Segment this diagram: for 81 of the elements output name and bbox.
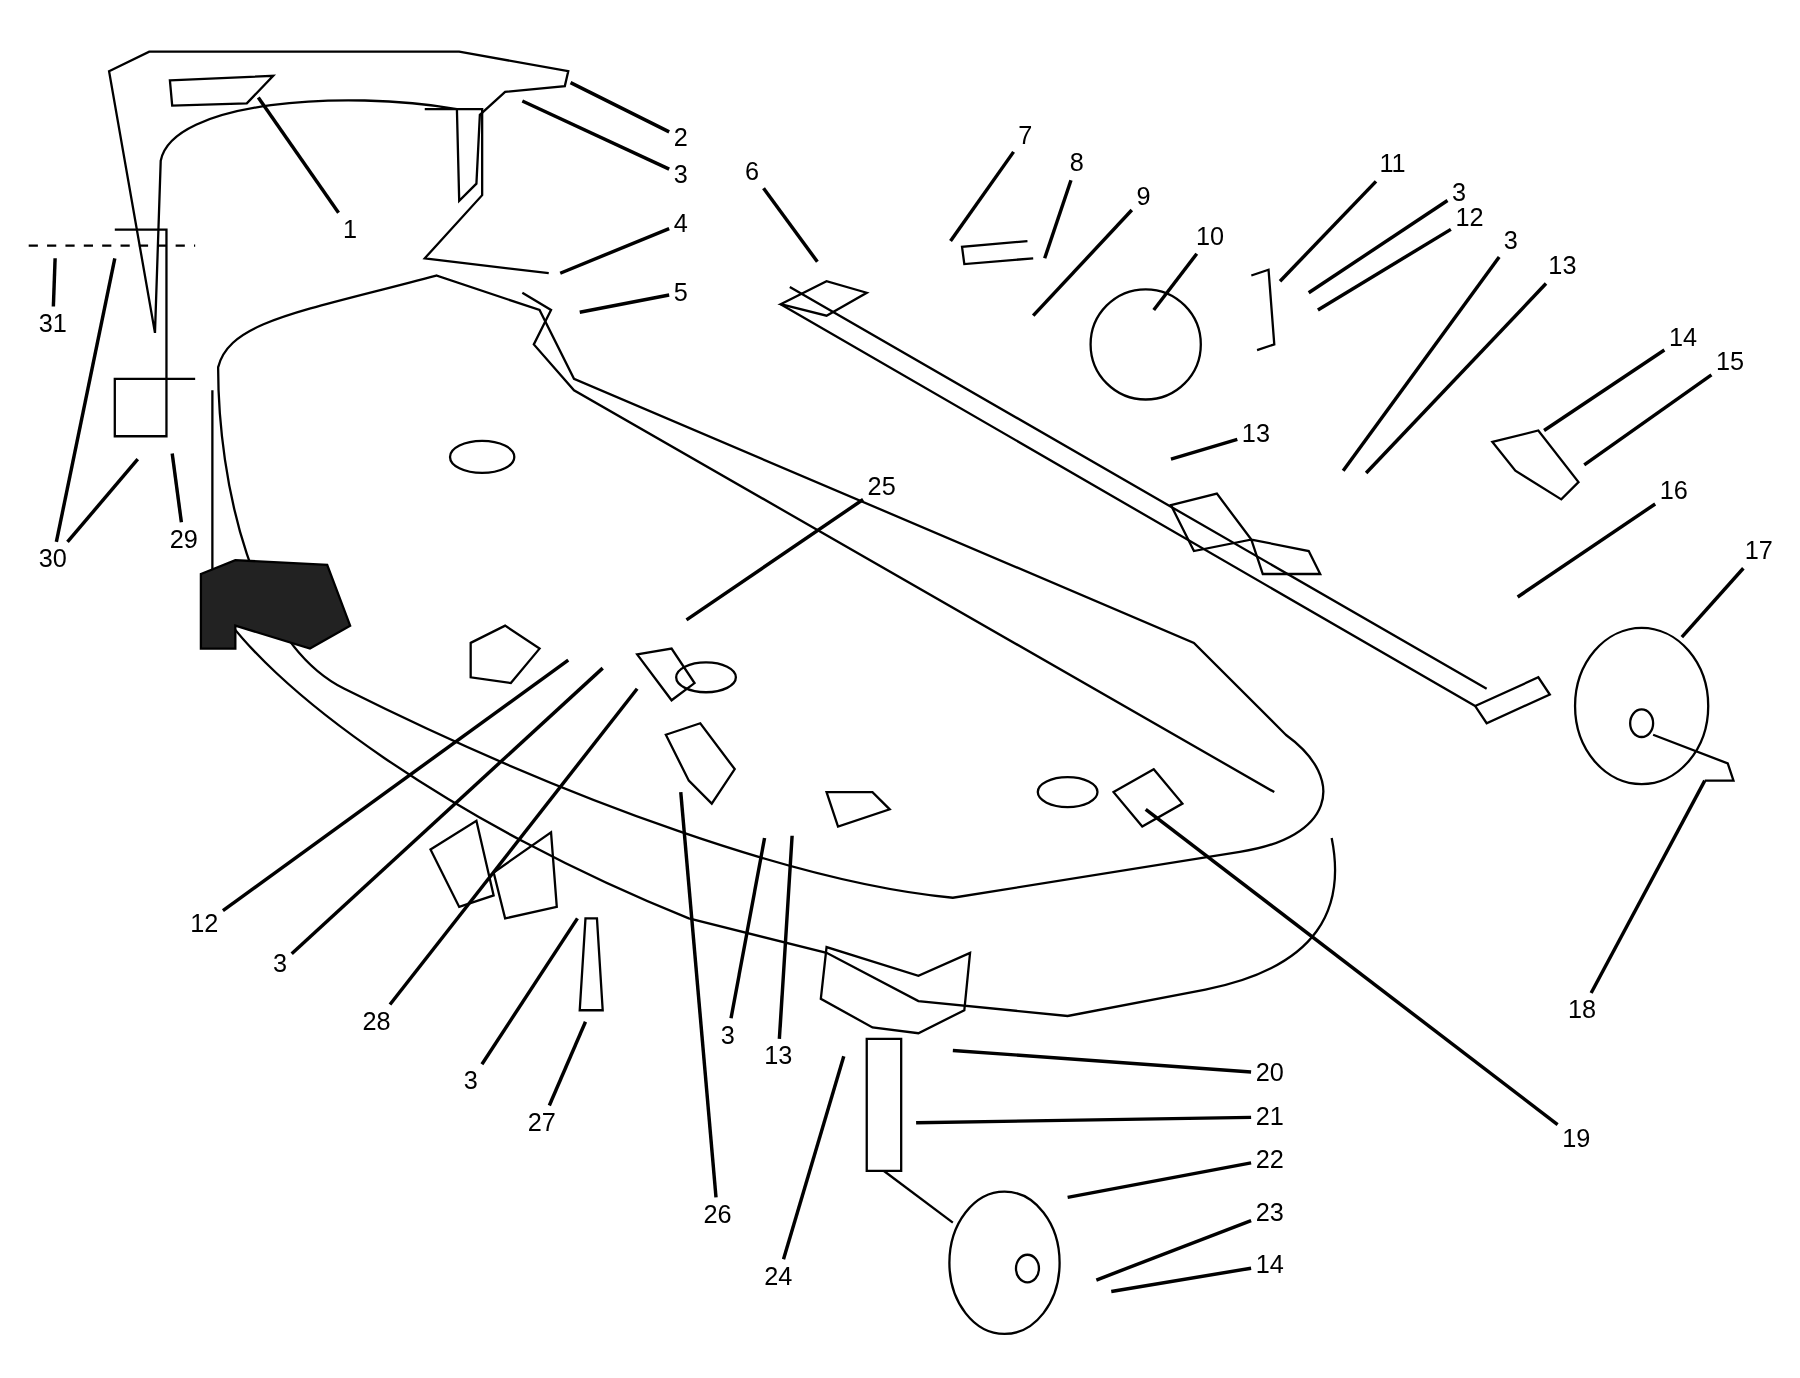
leader-line [1110,1266,1252,1294]
leader-line [579,293,670,314]
callout-number: 22 [1254,1145,1285,1174]
callout-number: 20 [1254,1059,1285,1088]
callout-number: 28 [361,1007,392,1036]
callout-number: 18 [1566,996,1598,1024]
callout-number: 14 [1667,323,1699,352]
callout-number: 23 [1254,1199,1285,1228]
callout-number: 6 [743,158,761,186]
callout-number: 17 [1743,537,1774,565]
leader-line [916,1115,1252,1125]
callout-number: 8 [1068,149,1085,177]
leader-line [256,96,340,214]
callout-number: 13 [1547,252,1578,281]
callout-number: 19 [1561,1125,1592,1153]
callout-number: 12 [189,910,220,938]
callout-number: 30 [37,545,68,573]
leader-line [1589,779,1707,994]
leader-line [290,666,604,955]
callout-number: 1 [341,215,359,244]
leader-line [1152,252,1199,311]
leader-line [480,917,579,1066]
leader-line [1278,180,1378,283]
leader-line [1317,227,1452,312]
leader-line [1144,807,1559,1126]
leader-line [66,458,140,543]
callout-number: 16 [1658,477,1689,506]
leader-line [51,258,57,307]
leader-line [1170,437,1238,461]
leader-line [685,498,865,622]
leader-line [949,150,1015,243]
callout-number: 13 [1240,420,1272,448]
callout-number: 3 [719,1021,736,1050]
leader-line [781,1055,846,1260]
callout-number: 26 [702,1200,733,1229]
callout-number: 7 [1017,121,1034,150]
callout-number: 25 [866,473,897,501]
leader-line [1067,1161,1252,1200]
leader-line [1364,282,1548,475]
leader-line [1095,1218,1252,1282]
leader-line [1031,208,1134,317]
leader-line [521,99,670,171]
leader-line [1307,199,1449,295]
leader-line [729,837,767,1019]
callout-number: 3 [271,950,289,979]
leader-line [221,658,570,912]
leader-line [1043,179,1073,259]
leader-line [54,257,117,543]
leader-line [762,187,819,263]
callout-number: 21 [1254,1103,1285,1131]
callout-number: 13 [763,1042,794,1070]
callout-number: 12 [1454,204,1485,232]
callout-number: 29 [168,525,199,554]
leader-line [679,791,718,1198]
callout-number: 31 [37,309,68,338]
callout-number: 9 [1135,183,1152,212]
callout-number: 10 [1194,222,1226,251]
callout-number: 15 [1714,347,1746,376]
leader-line [1341,256,1501,472]
leader-line [1680,567,1745,639]
callout-number: 3 [1502,227,1519,255]
callout-number: 4 [672,210,689,238]
leader-line [1543,348,1666,432]
leader-line [547,1021,588,1107]
leader-line [569,81,670,134]
leader-line [1583,373,1713,467]
callout-number: 11 [1378,150,1407,178]
callout-number: 14 [1254,1251,1285,1279]
callout-number: 3 [1450,179,1468,207]
leader-line [170,453,184,523]
callout-number: 3 [672,160,689,189]
leader-line [1516,502,1657,599]
leader-line [777,835,794,1040]
callout-number: 5 [672,278,689,307]
leader-line [952,1048,1252,1074]
leader-line [388,687,639,1006]
callout-number: 24 [763,1262,794,1291]
callout-number: 27 [526,1108,558,1137]
leader-line [559,226,670,275]
callout-number: 3 [462,1067,479,1096]
callout-number: 2 [672,124,689,152]
